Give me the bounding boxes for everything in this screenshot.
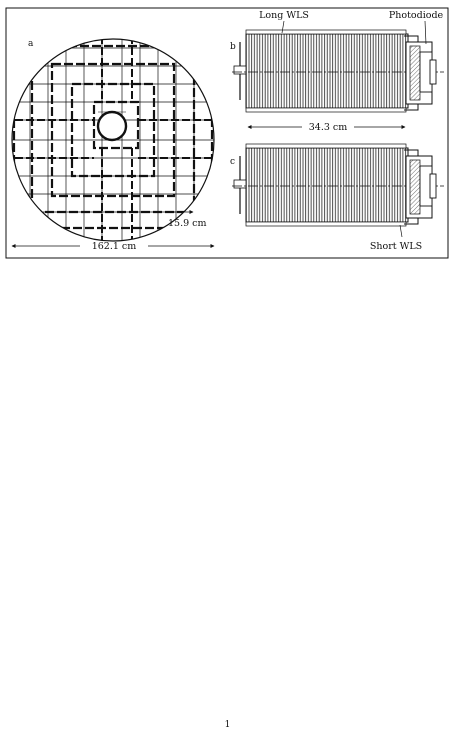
long-wls-leader — [281, 20, 285, 34]
long-wls-label: Long WLS — [259, 10, 309, 21]
photodiode-label: Photodiode — [389, 10, 444, 21]
panel-a-label: a — [28, 39, 34, 49]
figure-frame — [5, 7, 449, 259]
beam-hole — [96, 110, 128, 142]
photodiode-leader — [424, 20, 427, 45]
short-wls-leader — [399, 224, 403, 238]
page-number: 1 — [224, 720, 231, 730]
short-wls-label: Short WLS — [370, 241, 422, 252]
diameter-label: 162.1 cm — [92, 241, 137, 252]
panel-c-label: c — [230, 157, 235, 167]
module-width-label: 15.9 cm — [168, 218, 207, 229]
panel-b-diagram — [232, 29, 444, 113]
panel-c-diagram — [232, 143, 444, 227]
length-label: 34.3 cm — [309, 122, 348, 133]
panel-b-label: b — [230, 42, 236, 52]
